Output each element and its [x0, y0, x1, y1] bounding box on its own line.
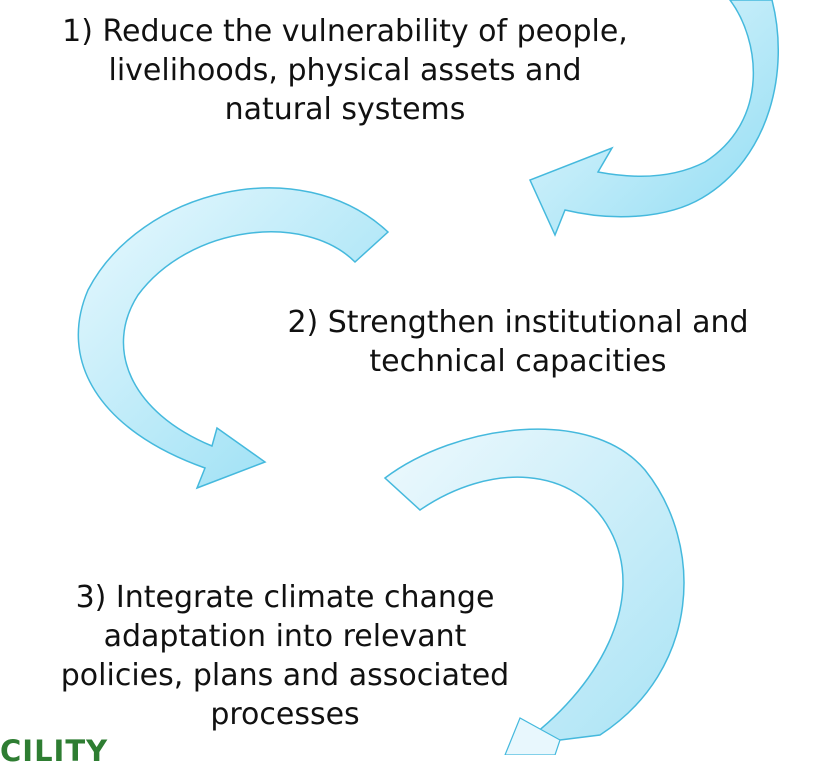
curved-arrow-1: [528, 0, 779, 237]
curved-arrow-2: [77, 187, 390, 490]
facility-logo-fragment: CILITY: [0, 734, 109, 768]
step-2-line-2: technical capacities: [369, 344, 667, 379]
step-3-line-4: processes: [210, 697, 360, 732]
step-3-line-1: 3) Integrate climate change: [75, 580, 495, 615]
step-2-line-1: 2) Strengthen institutional and: [287, 305, 749, 340]
step-3-line-2: adaptation into relevant: [103, 619, 467, 654]
curved-arrow-3: [383, 428, 685, 746]
step-2-text: 2) Strengthen institutional and technica…: [222, 303, 814, 381]
step-1-text: 1) Reduce the vulnerability of people, l…: [0, 12, 690, 129]
step-3-text: 3) Integrate climate change adaptation i…: [0, 578, 570, 734]
step-1-line-1: 1) Reduce the vulnerability of people,: [62, 14, 628, 49]
step-1-line-3: natural systems: [224, 92, 466, 127]
step-3-line-3: policies, plans and associated: [60, 658, 510, 693]
step-1-line-2: livelihoods, physical assets and: [108, 53, 582, 88]
curved-arrow-3-head: [504, 717, 561, 755]
